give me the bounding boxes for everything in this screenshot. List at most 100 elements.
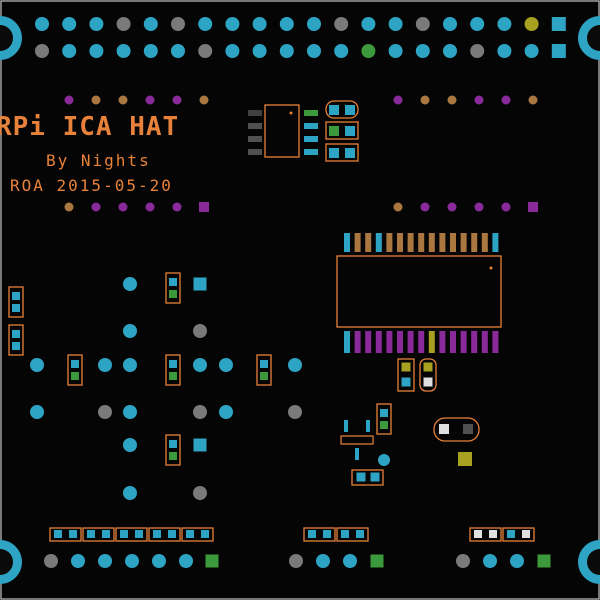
- gpio-pin: [225, 44, 240, 58]
- gpio-pin: [415, 17, 430, 31]
- gpio-pin: [334, 17, 349, 31]
- via: [420, 202, 430, 212]
- component-pad: [12, 292, 20, 300]
- component-outline: [165, 272, 181, 304]
- ic-large-pin: [460, 331, 467, 353]
- gpio-pin: [470, 44, 485, 58]
- board-subtitle: By Nights: [46, 151, 151, 170]
- header-pin-square: [205, 554, 219, 568]
- sot-outline: [340, 435, 374, 445]
- resistor-outline: [82, 527, 115, 542]
- component-outline: [8, 286, 24, 318]
- passive-pad: [345, 105, 355, 115]
- board-date-code: ROA 2015-05-20: [10, 176, 173, 195]
- ic-large-pin: [344, 331, 350, 353]
- gpio-pin: [307, 44, 321, 58]
- gpio-pin: [198, 17, 213, 31]
- header-pin: [289, 554, 303, 568]
- gpio-pin: [279, 17, 294, 31]
- resistor-pad: [153, 530, 161, 538]
- mounting-hole-drill: [0, 25, 13, 51]
- ic-large-pin: [492, 233, 499, 252]
- resistor-pad: [489, 530, 497, 538]
- resistor-pad: [135, 530, 143, 538]
- via-square: [528, 202, 538, 212]
- pin1-dot: [489, 266, 493, 270]
- resistor-pad: [120, 530, 128, 538]
- component-pad: [370, 472, 380, 482]
- gpio-pin: [171, 44, 185, 58]
- pad: [288, 405, 302, 419]
- header-pin: [125, 554, 139, 568]
- ic-large-pin: [428, 233, 435, 252]
- gpio-pin: [171, 17, 185, 31]
- via: [393, 95, 403, 105]
- via: [501, 95, 511, 105]
- ic-large-pin: [418, 331, 425, 353]
- component-outline: [67, 354, 83, 386]
- gpio-pin: [252, 17, 267, 31]
- component-pad: [260, 360, 268, 368]
- passive-outline: [325, 143, 359, 162]
- ic-large-pin: [471, 331, 478, 353]
- via: [420, 95, 430, 105]
- pad: [123, 438, 137, 452]
- ic-large-pin: [492, 331, 499, 353]
- pad: [98, 405, 112, 419]
- via: [474, 202, 484, 212]
- component-outline: [8, 324, 24, 356]
- via: [172, 202, 182, 212]
- ic-large-pin: [407, 331, 414, 353]
- pad: [123, 486, 137, 500]
- pad: [30, 358, 44, 372]
- passive-pad: [345, 148, 355, 158]
- sot-pin: [366, 420, 370, 432]
- gpio-pin: [89, 44, 104, 58]
- resistor-outline: [148, 527, 181, 542]
- gpio-pin: [198, 44, 213, 58]
- gpio-pin: [307, 17, 321, 31]
- crystal-pad: [439, 424, 449, 434]
- ic-small-pin: [248, 149, 262, 155]
- gpio-pin: [388, 17, 403, 31]
- via: [118, 95, 128, 105]
- component-pad: [169, 360, 177, 368]
- component-pad: [423, 362, 433, 372]
- via: [172, 95, 182, 105]
- component-pad: [169, 452, 177, 460]
- ic-large-pin: [344, 233, 350, 252]
- pad: [193, 405, 207, 419]
- resistor-pad: [186, 530, 194, 538]
- via: [447, 95, 457, 105]
- passive-pad: [329, 148, 339, 158]
- resistor-pad: [54, 530, 62, 538]
- via: [199, 95, 209, 105]
- header-pin: [483, 554, 497, 568]
- gpio-pin: [143, 17, 158, 31]
- header-pin: [71, 554, 85, 568]
- mounting-hole-drill: [587, 549, 600, 575]
- resistor-pad: [507, 530, 515, 538]
- gpio-pin: [524, 17, 539, 31]
- ic-large-pin: [375, 331, 382, 353]
- resistor-pad: [69, 530, 77, 538]
- component-pad: [12, 330, 20, 338]
- ic-large-pin: [365, 233, 372, 252]
- gpio-pin: [62, 17, 77, 31]
- component-pad: [380, 409, 388, 417]
- via: [91, 202, 101, 212]
- gpio-pin: [361, 44, 376, 58]
- ic-large-pin: [407, 233, 414, 252]
- component-pad: [71, 372, 79, 380]
- resistor-pad: [323, 530, 331, 538]
- via: [145, 95, 155, 105]
- gpio-pin: [415, 44, 430, 58]
- ic-large-pin: [428, 331, 435, 353]
- passive-outline: [325, 100, 359, 119]
- component-pad: [423, 377, 433, 387]
- resistor-pad: [201, 530, 209, 538]
- passive-pad: [345, 126, 355, 136]
- component-outline: [397, 358, 415, 392]
